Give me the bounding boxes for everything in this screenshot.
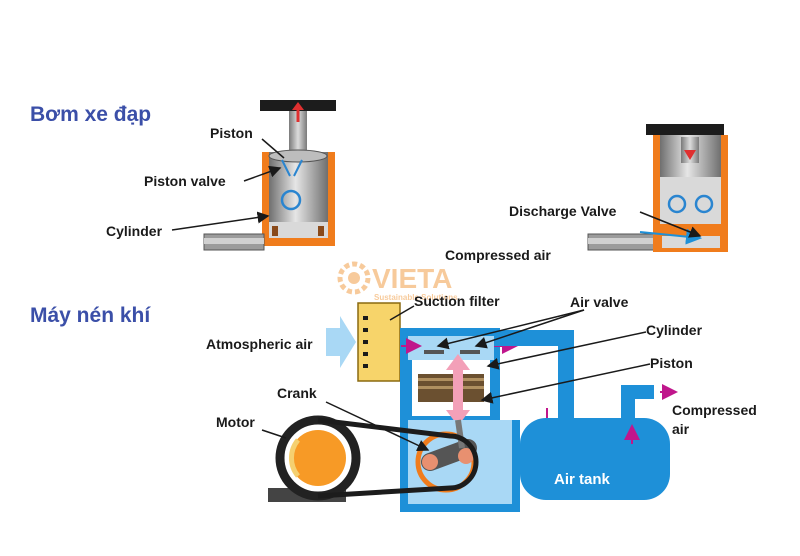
gear-icon bbox=[337, 261, 371, 295]
label-cylinder-compressor: Cylinder bbox=[646, 322, 703, 338]
leader-cylinder-left bbox=[171, 211, 270, 231]
pump2-handle bbox=[646, 124, 724, 135]
label-air-valve: Air valve bbox=[570, 294, 629, 310]
label-piston-compressor: Piston bbox=[650, 355, 693, 371]
label-compressed-air-top: Compressed air bbox=[445, 247, 551, 263]
label-piston-valve: Piston valve bbox=[144, 173, 226, 189]
watermark: VIETA Sustainable Solutions bbox=[337, 261, 458, 302]
pump2-down-arrow bbox=[684, 150, 696, 160]
discharge-pipe bbox=[494, 330, 574, 420]
label-air-tank: Air tank bbox=[554, 471, 611, 488]
drive-belt bbox=[317, 417, 479, 499]
label-motor: Motor bbox=[216, 414, 255, 430]
pump-swirl bbox=[280, 189, 302, 211]
leader-piston-compressor bbox=[480, 363, 651, 404]
motor-rotor bbox=[290, 430, 346, 486]
pump-cylinder-body bbox=[269, 152, 328, 222]
leader-piston-valve bbox=[243, 165, 282, 182]
piston-motion-arrow bbox=[453, 368, 463, 412]
leader-cylinder-compressor bbox=[486, 331, 647, 370]
label-discharge-valve: Discharge Valve bbox=[509, 203, 617, 219]
watermark-brand: VIETA bbox=[372, 263, 452, 294]
pump-rod bbox=[289, 111, 307, 155]
leader-discharge-valve bbox=[639, 211, 702, 238]
left-pump bbox=[203, 100, 336, 251]
leader-crank bbox=[325, 401, 430, 451]
right-pump bbox=[587, 124, 728, 252]
label-atmospheric-air: Atmospheric air bbox=[206, 336, 313, 352]
pump-bottom-chamber bbox=[269, 222, 328, 238]
leader-air-valve-1 bbox=[436, 309, 585, 350]
title-air-compressor: Máy nén khí bbox=[30, 304, 151, 327]
atmospheric-air-arrow bbox=[326, 316, 356, 368]
leader-motor bbox=[261, 429, 287, 439]
tank-outlet-pipe bbox=[621, 385, 654, 420]
label-crank: Crank bbox=[277, 385, 317, 401]
connecting-rod bbox=[455, 419, 465, 449]
cylinder-head bbox=[408, 336, 494, 360]
title-bicycle-pump: Bơm xe đạp bbox=[30, 103, 151, 126]
air-valve-left bbox=[424, 350, 444, 354]
leader-suction-filter bbox=[389, 305, 415, 321]
pump-up-arrowhead bbox=[292, 102, 304, 110]
label-suction-filter: Suction filter bbox=[414, 293, 500, 309]
leader-air-valve-2 bbox=[474, 309, 585, 349]
label-compressed-air-line1: Compressed bbox=[672, 402, 757, 418]
pump-cylinder-top bbox=[268, 149, 328, 163]
leader-piston bbox=[261, 138, 285, 159]
label-compressed-air-line2: air bbox=[672, 421, 690, 437]
watermark-tagline: Sustainable Solutions bbox=[374, 293, 458, 302]
label-cylinder-left: Cylinder bbox=[106, 223, 163, 239]
air-valve-right bbox=[460, 350, 480, 354]
label-piston: Piston bbox=[210, 125, 253, 141]
